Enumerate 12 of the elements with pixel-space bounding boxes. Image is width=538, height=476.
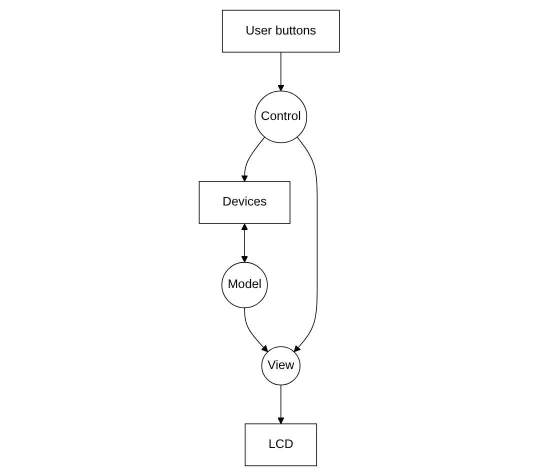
node-box: LCD	[244, 423, 317, 466]
node-circle: Model	[221, 262, 268, 308]
arrow	[244, 307, 268, 352]
arrow	[277, 52, 284, 92]
node-circle: Control	[254, 90, 307, 144]
node-circle: View	[261, 346, 300, 386]
arrow	[277, 384, 284, 424]
arrow	[240, 136, 265, 182]
arrow	[240, 223, 248, 263]
node-box: Devices	[198, 181, 290, 224]
arrow	[293, 136, 318, 352]
node-box: User buttons	[222, 10, 340, 53]
